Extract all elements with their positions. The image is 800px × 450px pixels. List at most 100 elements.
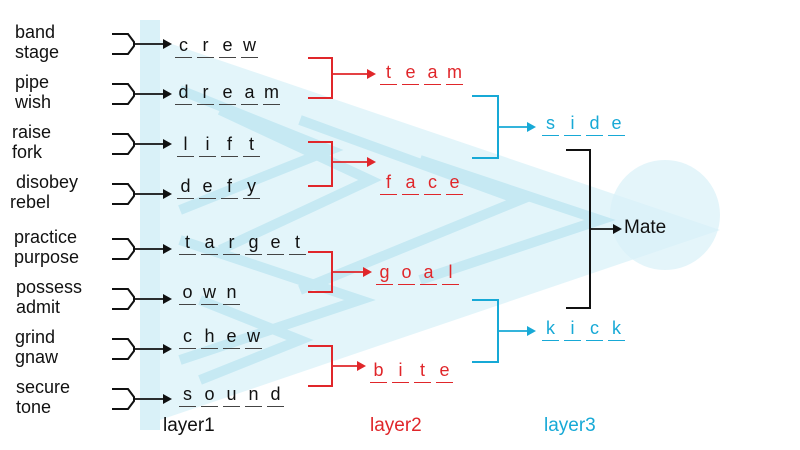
clue-bracket [112, 183, 135, 205]
letter-slot: w [201, 282, 218, 305]
clue-arrow-head [163, 244, 172, 254]
letter-slot: g [376, 262, 393, 285]
letter-slot: d [267, 384, 284, 407]
letter-slot: e [219, 35, 236, 58]
layer2-arrow-head [367, 157, 376, 167]
clue-arrow-head [163, 394, 172, 404]
letter-slot: e [223, 326, 240, 349]
layer2-arrow-head [367, 69, 376, 79]
clue-bracket [112, 133, 135, 155]
clue-bracket [112, 388, 135, 410]
layer2-arrow-head [357, 361, 366, 371]
clue-word: admit [16, 297, 61, 317]
clue-arrow-head [163, 294, 172, 304]
letter-slot: s [542, 113, 559, 136]
clue-bracket [112, 33, 135, 55]
layer2-bracket [308, 251, 333, 293]
letter-slot: h [201, 326, 218, 349]
letter-slot: o [201, 384, 218, 407]
letter-slot: a [402, 172, 419, 195]
clue-arrow-head [163, 39, 172, 49]
letter-slot: i [199, 134, 216, 157]
clue-bracket [112, 238, 135, 260]
letter-slot: c [424, 172, 441, 195]
letter-slot: e [267, 232, 284, 255]
letter-slot: t [289, 232, 306, 255]
letter-slot: d [175, 82, 192, 105]
letter-slot: d [586, 113, 603, 136]
letter-slot: a [420, 262, 437, 285]
clue-word: rebel [10, 192, 51, 212]
layer3-arrow-head [527, 122, 536, 132]
letter-slot: f [221, 176, 238, 199]
clue-word: band [15, 22, 56, 42]
letter-slot: o [398, 262, 415, 285]
clue-arrow-head [163, 344, 172, 354]
letter-slot: a [424, 62, 441, 85]
letter-slot: t [380, 62, 397, 85]
letter-slot: r [197, 35, 214, 58]
clue-word: possess [16, 277, 83, 297]
layer2-label: layer2 [370, 415, 422, 436]
letter-slot: e [219, 82, 236, 105]
letter-slot: l [442, 262, 459, 285]
letter-slot: g [245, 232, 262, 255]
letter-slot: m [446, 62, 463, 85]
clue-arrow-head [163, 139, 172, 149]
letter-slot: w [241, 35, 258, 58]
letter-slot: e [436, 360, 453, 383]
clue-word: fork [12, 142, 43, 162]
clue-word: tone [16, 397, 52, 417]
clue-word: practice [14, 227, 78, 247]
final-arrow-head [613, 224, 622, 234]
final-bracket [566, 149, 591, 309]
letter-slot: y [243, 176, 260, 199]
clue-word: pipe [15, 72, 50, 92]
letter-slot: r [197, 82, 214, 105]
letter-slot: n [245, 384, 262, 407]
letter-slot: e [608, 113, 625, 136]
clue-arrow-head [163, 89, 172, 99]
letter-slot: m [263, 82, 280, 105]
letter-slot: l [177, 134, 194, 157]
letter-slot: s [179, 384, 196, 407]
clue-arrow-head [163, 189, 172, 199]
letter-slot: i [392, 360, 409, 383]
clue-word: disobey [16, 172, 79, 192]
letter-slot: a [241, 82, 258, 105]
letter-slot: i [564, 318, 581, 341]
layer1-label: layer1 [163, 415, 215, 436]
letter-slot: t [179, 232, 196, 255]
letter-slot: a [201, 232, 218, 255]
clue-word: stage [15, 42, 60, 62]
layer2-bracket [308, 57, 333, 99]
clue-bracket [112, 338, 135, 360]
letter-slot: o [179, 282, 196, 305]
clue-bracket [112, 83, 135, 105]
layer3-label: layer3 [544, 415, 596, 436]
letter-slot: c [175, 35, 192, 58]
letter-slot: k [542, 318, 559, 341]
letter-slot: e [199, 176, 216, 199]
letter-slot: r [223, 232, 240, 255]
letter-slot: b [370, 360, 387, 383]
letter-slot: i [564, 113, 581, 136]
clue-word: gnaw [15, 347, 59, 367]
letter-slot: f [380, 172, 397, 195]
clue-word: grind [15, 327, 56, 347]
letter-slot: c [586, 318, 603, 341]
